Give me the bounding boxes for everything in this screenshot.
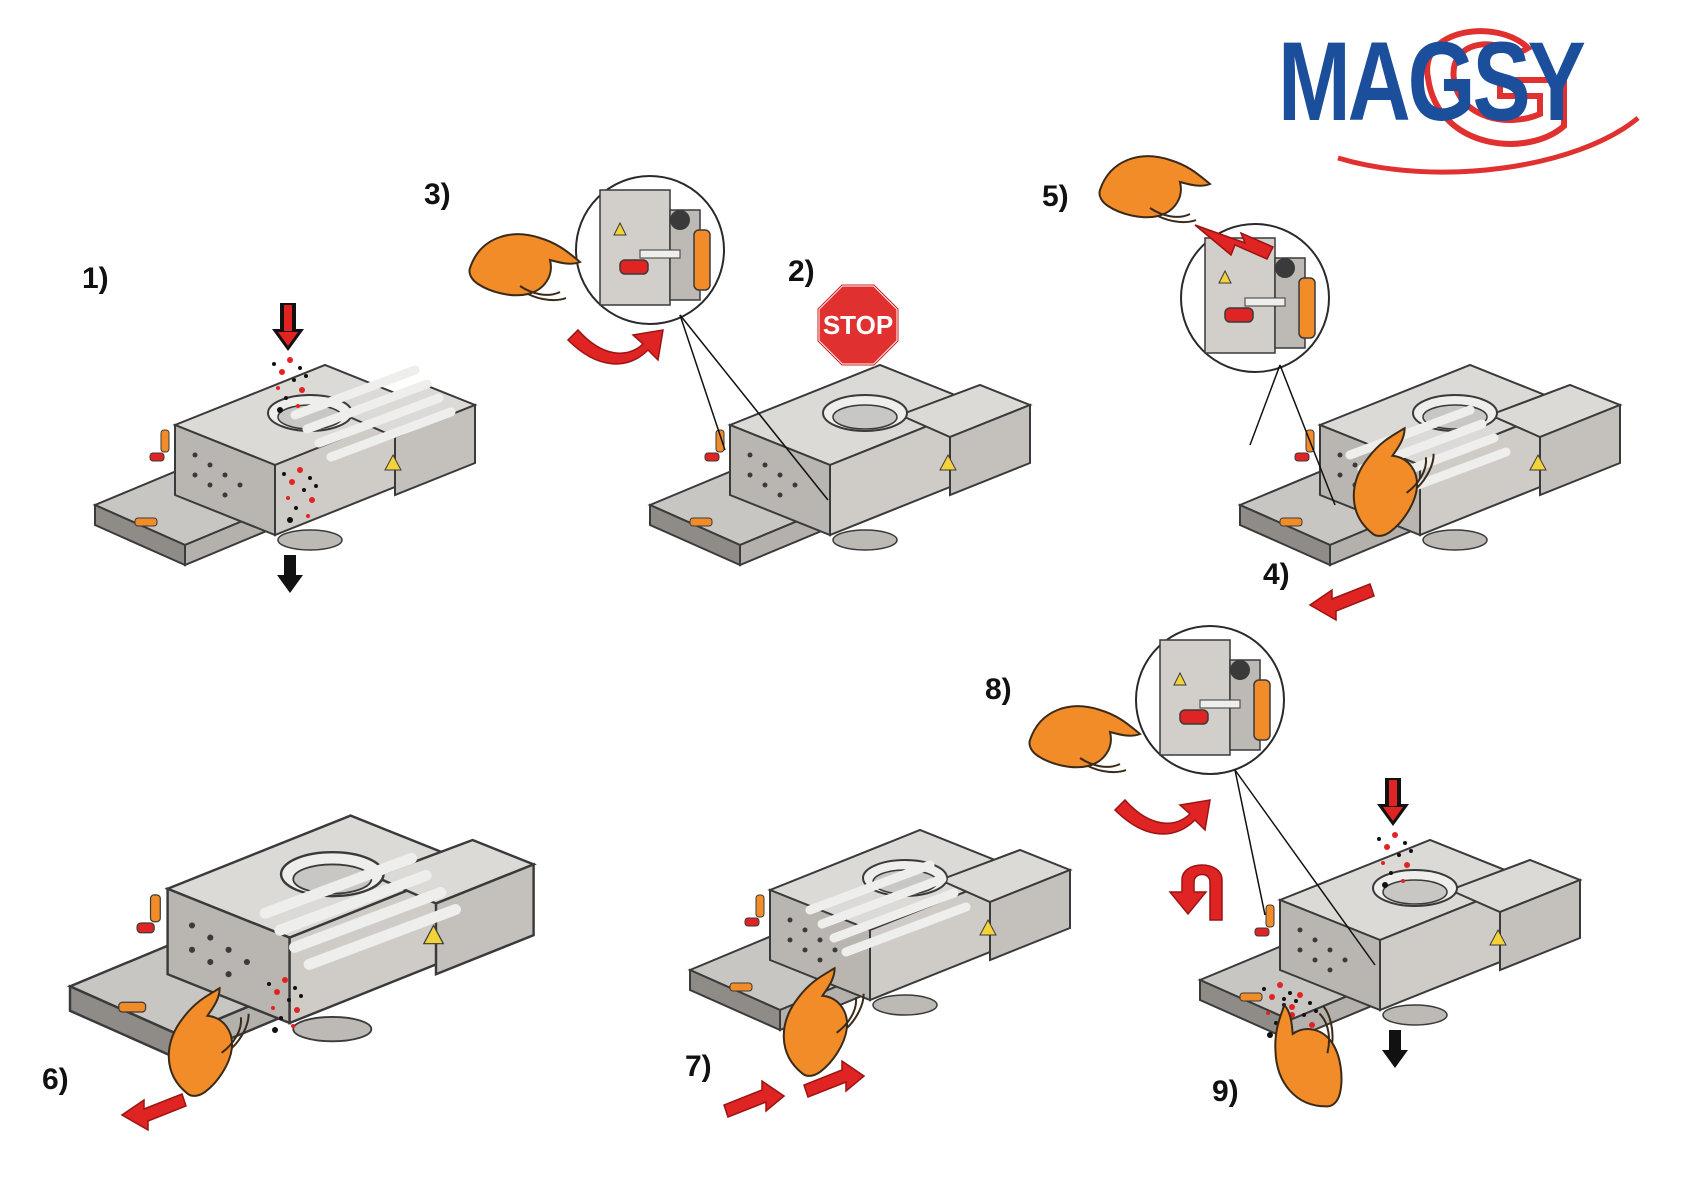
hand-icon xyxy=(1028,705,1141,774)
leader-line xyxy=(1279,364,1336,506)
curved-arrow-icon xyxy=(1114,799,1211,835)
step-7-illustration xyxy=(689,829,1071,1031)
inlet-down-arrow-icon xyxy=(1377,778,1409,826)
inlet-down-arrow-icon xyxy=(272,303,304,351)
brand-logo: MAGSY xyxy=(1278,18,1658,178)
push-arrow-icon xyxy=(1194,224,1275,260)
pull-arrow-icon xyxy=(121,1093,187,1131)
stop-sign-text: STOP xyxy=(823,310,893,340)
step-8-illustration xyxy=(1199,839,1581,1041)
logo-swoosh-icon xyxy=(1337,28,1640,175)
outlet-down-arrow-icon xyxy=(277,555,303,593)
push-arrow-icon xyxy=(723,1080,785,1118)
leader-line xyxy=(1234,769,1376,966)
pull-arrow-icon xyxy=(1309,583,1375,621)
step-7-label: 7) xyxy=(685,1050,712,1083)
step-4-label: 4) xyxy=(1263,558,1290,591)
step-2-label: 2) xyxy=(788,255,815,288)
step-6-illustration xyxy=(68,814,535,1061)
step-5-label: 5) xyxy=(1042,180,1069,213)
outlet-down-arrow-icon xyxy=(1382,1030,1408,1068)
curved-arrow-icon xyxy=(567,329,664,365)
step-9-label: 9) xyxy=(1212,1075,1239,1108)
hand-icon xyxy=(1098,155,1211,224)
logo-text: MAGSY xyxy=(1278,19,1586,144)
magnifier-detail-icon xyxy=(575,175,725,325)
stop-sign-icon: STOP xyxy=(816,283,900,367)
step-1-label: 1) xyxy=(82,262,109,295)
magnifier-detail-icon xyxy=(1135,625,1285,775)
step-6-label: 6) xyxy=(42,1063,69,1096)
step-8-label: 8) xyxy=(985,673,1012,706)
u-turn-arrow-icon xyxy=(1168,864,1223,921)
step-1-illustration xyxy=(94,364,476,566)
leader-line xyxy=(1234,769,1266,916)
step-4-illustration xyxy=(1239,364,1621,566)
leader-line xyxy=(679,314,829,501)
step-3-label: 3) xyxy=(424,178,451,211)
leader-line xyxy=(1249,364,1281,446)
leader-line xyxy=(679,314,726,451)
hand-icon xyxy=(468,233,581,302)
